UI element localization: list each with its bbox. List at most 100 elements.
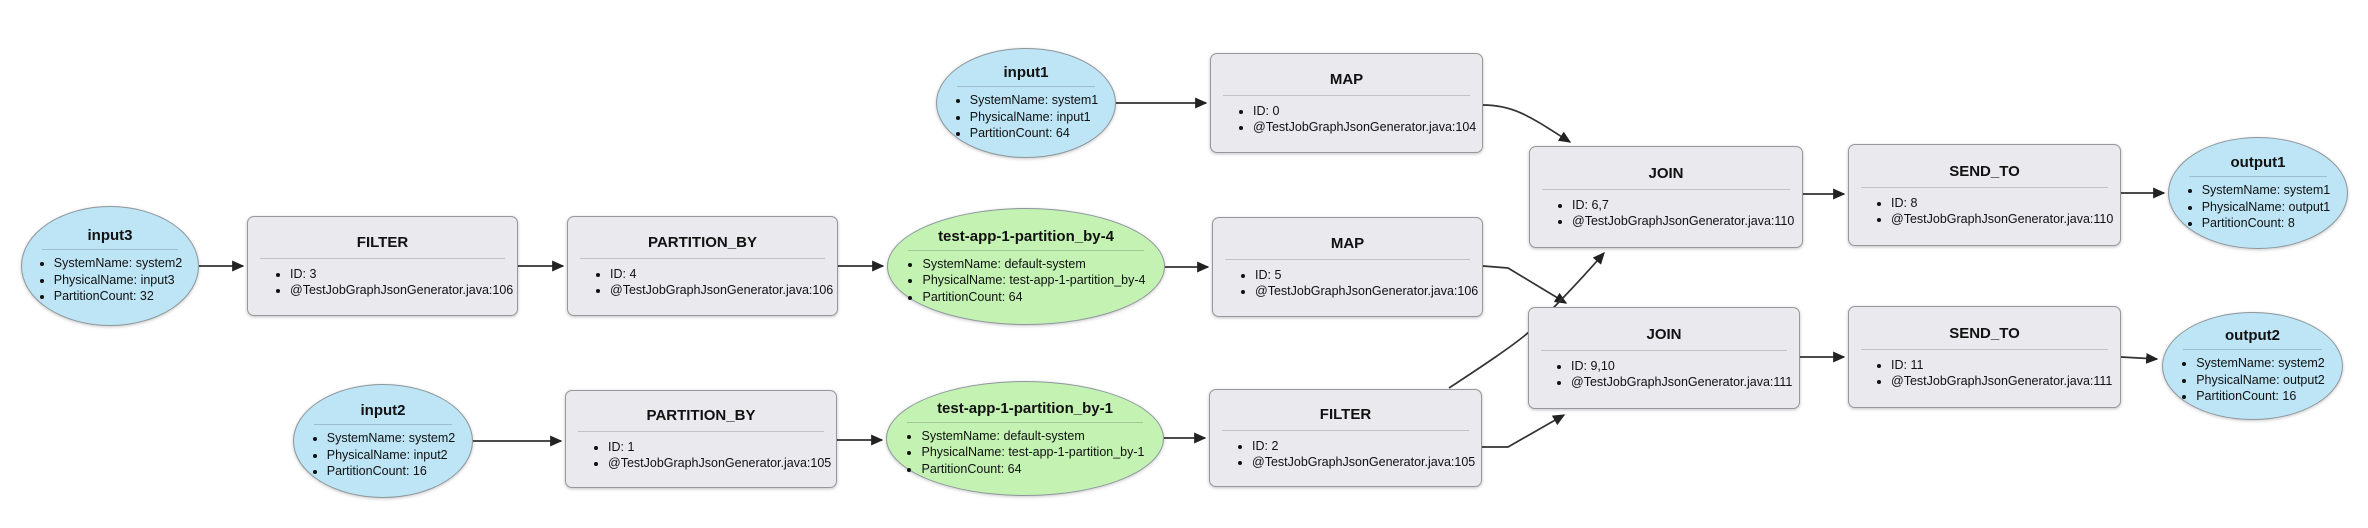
- operator-property: @TestJobGraphJsonGenerator.java:110: [1891, 211, 2120, 228]
- operator-properties: ID: 6,7 @TestJobGraphJsonGenerator.java:…: [1530, 197, 1802, 230]
- title-divider: [1222, 429, 1469, 431]
- operator-node-partition-by-1: PARTITION_BY ID: 1 @TestJobGraphJsonGene…: [565, 390, 837, 488]
- stream-title: input3: [87, 227, 133, 245]
- operator-node-join-9-10: JOIN ID: 9,10 @TestJobGraphJsonGenerator…: [1528, 307, 1800, 409]
- stream-property: SystemName: system2: [327, 430, 456, 447]
- stream-property: SystemName: default-system: [921, 428, 1144, 445]
- title-divider: [260, 257, 505, 259]
- operator-node-send-to-8: SEND_TO ID: 8 @TestJobGraphJsonGenerator…: [1848, 144, 2121, 246]
- title-divider: [1225, 258, 1470, 260]
- stream-title: input1: [1003, 64, 1049, 82]
- stream-property: PartitionCount: 8: [2202, 215, 2331, 232]
- operator-property: @TestJobGraphJsonGenerator.java:105: [1252, 454, 1481, 471]
- stream-node-partition-by-1: test-app-1-partition_by-1 SystemName: de…: [886, 381, 1164, 496]
- title-divider: [314, 424, 452, 426]
- title-divider: [2189, 176, 2327, 178]
- stream-property: PhysicalName: output1: [2202, 199, 2331, 216]
- operator-property: @TestJobGraphJsonGenerator.java:106: [290, 282, 517, 299]
- operator-property: ID: 3: [290, 266, 517, 283]
- operator-property: @TestJobGraphJsonGenerator.java:104: [1253, 119, 1482, 136]
- operator-property: @TestJobGraphJsonGenerator.java:111: [1891, 373, 2120, 390]
- operator-properties: ID: 8 @TestJobGraphJsonGenerator.java:11…: [1849, 195, 2120, 228]
- operator-properties: ID: 4 @TestJobGraphJsonGenerator.java:10…: [568, 266, 837, 299]
- stream-node-partition-by-4: test-app-1-partition_by-4 SystemName: de…: [887, 208, 1165, 325]
- operator-title: FILTER: [356, 233, 409, 251]
- stream-property: SystemName: default-system: [922, 256, 1145, 273]
- stream-property: PhysicalName: input3: [54, 272, 183, 289]
- operator-title: SEND_TO: [1949, 324, 2020, 342]
- edge-sendto11-to-output2: [2120, 352, 2159, 364]
- stream-title: input2: [360, 402, 406, 420]
- title-divider: [1861, 348, 2108, 350]
- stream-property: SystemName: system2: [54, 255, 183, 272]
- operator-property: ID: 1: [608, 439, 836, 456]
- operator-property: @TestJobGraphJsonGenerator.java:105: [608, 455, 836, 472]
- operator-title: JOIN: [1646, 325, 1682, 343]
- operator-title: PARTITION_BY: [646, 406, 756, 424]
- operator-property: ID: 2: [1252, 438, 1481, 455]
- stream-properties: SystemName: default-system PhysicalName:…: [906, 256, 1145, 306]
- operator-property: ID: 6,7: [1572, 197, 1802, 214]
- operator-properties: ID: 0 @TestJobGraphJsonGenerator.java:10…: [1211, 103, 1482, 136]
- stream-properties: SystemName: default-system PhysicalName:…: [905, 428, 1144, 478]
- edge-map5-to-join910: [1482, 265, 1568, 304]
- operator-title: SEND_TO: [1949, 162, 2020, 180]
- operator-property: ID: 8: [1891, 195, 2120, 212]
- operator-property: ID: 11: [1891, 357, 2120, 374]
- operator-property: ID: 0: [1253, 103, 1482, 120]
- operator-property: @TestJobGraphJsonGenerator.java:111: [1571, 374, 1799, 391]
- stream-property: PhysicalName: test-app-1-partition_by-1: [921, 444, 1144, 461]
- operator-title: MAP: [1329, 70, 1364, 88]
- title-divider: [580, 257, 825, 259]
- operator-properties: ID: 5 @TestJobGraphJsonGenerator.java:10…: [1213, 267, 1482, 300]
- operator-property: @TestJobGraphJsonGenerator.java:110: [1572, 213, 1802, 230]
- stream-property: PhysicalName: input2: [327, 447, 456, 464]
- stream-property: SystemName: system1: [970, 92, 1099, 109]
- stream-property: PartitionCount: 64: [922, 289, 1145, 306]
- stream-title: output2: [2225, 327, 2280, 345]
- stream-properties: SystemName: system2 PhysicalName: output…: [2180, 355, 2325, 405]
- operator-title: MAP: [1330, 234, 1365, 252]
- stream-node-input1: input1 SystemName: system1 PhysicalName:…: [936, 48, 1116, 158]
- title-divider: [957, 86, 1095, 88]
- operator-properties: ID: 2 @TestJobGraphJsonGenerator.java:10…: [1210, 438, 1481, 471]
- stream-property: PartitionCount: 16: [2196, 388, 2325, 405]
- operator-node-filter-2: FILTER ID: 2 @TestJobGraphJsonGenerator.…: [1209, 389, 1482, 487]
- title-divider: [1542, 188, 1790, 190]
- operator-node-join-6-7: JOIN ID: 6,7 @TestJobGraphJsonGenerator.…: [1529, 146, 1803, 248]
- edge-map0-to-join67: [1482, 104, 1572, 143]
- stream-property: PartitionCount: 64: [970, 125, 1099, 142]
- operator-node-partition-by-4: PARTITION_BY ID: 4 @TestJobGraphJsonGene…: [567, 216, 838, 316]
- operator-property: @TestJobGraphJsonGenerator.java:106: [610, 282, 837, 299]
- title-divider: [1541, 349, 1787, 351]
- stream-node-output1: output1 SystemName: system1 PhysicalName…: [2168, 137, 2348, 249]
- stream-property: PartitionCount: 64: [921, 461, 1144, 478]
- stream-property: PhysicalName: input1: [970, 109, 1099, 126]
- stream-property: SystemName: system1: [2202, 182, 2331, 199]
- operator-properties: ID: 1 @TestJobGraphJsonGenerator.java:10…: [566, 439, 836, 472]
- stream-node-input2: input2 SystemName: system2 PhysicalName:…: [293, 384, 473, 498]
- stream-property: SystemName: system2: [2196, 355, 2325, 372]
- operator-property: ID: 9,10: [1571, 358, 1799, 375]
- stream-properties: SystemName: system1 PhysicalName: output…: [2186, 182, 2331, 232]
- operator-properties: ID: 9,10 @TestJobGraphJsonGenerator.java…: [1529, 358, 1799, 391]
- operator-node-send-to-11: SEND_TO ID: 11 @TestJobGraphJsonGenerato…: [1848, 306, 2121, 408]
- title-divider: [2183, 349, 2322, 351]
- operator-node-filter-3: FILTER ID: 3 @TestJobGraphJsonGenerator.…: [247, 216, 518, 316]
- operator-property: @TestJobGraphJsonGenerator.java:106: [1255, 283, 1482, 300]
- operator-properties: ID: 11 @TestJobGraphJsonGenerator.java:1…: [1849, 357, 2120, 390]
- operator-title: FILTER: [1319, 405, 1372, 423]
- stream-title: output1: [2230, 154, 2286, 172]
- stream-title: test-app-1-partition_by-1: [937, 399, 1113, 417]
- operator-node-map-5: MAP ID: 5 @TestJobGraphJsonGenerator.jav…: [1212, 217, 1483, 317]
- operator-node-map-0: MAP ID: 0 @TestJobGraphJsonGenerator.jav…: [1210, 53, 1483, 153]
- operator-title: PARTITION_BY: [648, 233, 757, 251]
- operator-properties: ID: 3 @TestJobGraphJsonGenerator.java:10…: [248, 266, 517, 299]
- operator-property: ID: 4: [610, 266, 837, 283]
- stream-properties: SystemName: system2 PhysicalName: input2…: [311, 430, 456, 480]
- stream-property: PartitionCount: 16: [327, 463, 456, 480]
- stream-properties: SystemName: system2 PhysicalName: input3…: [38, 255, 183, 305]
- operator-title: JOIN: [1648, 164, 1684, 182]
- title-divider: [1861, 186, 2108, 188]
